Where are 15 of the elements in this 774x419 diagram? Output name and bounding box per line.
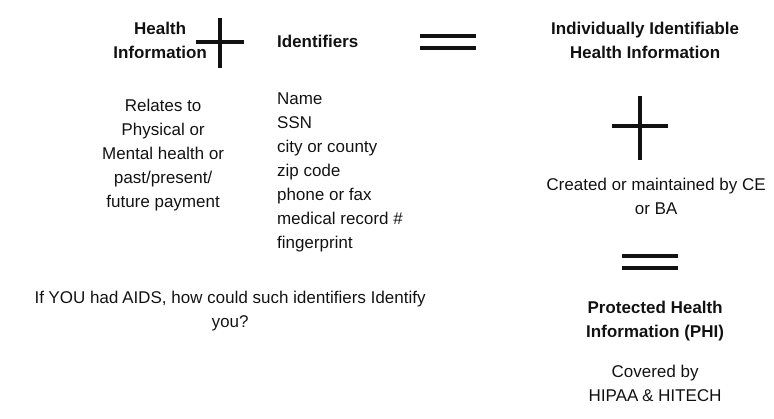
description-text: Relates to Physical or Mental health or past/present/ future payment [101,95,225,213]
list-item: Name [277,88,324,110]
heading: Individually Identifiable Health Information [550,18,740,64]
heading: Protected Health Information (PHI) [585,297,725,343]
question-text: If YOU had AIDS, how could such identifiers Identify you? [34,287,426,333]
list-item: phone or fax [277,184,373,206]
list-item: fingerprint [277,232,354,254]
list-item: medical record # [277,208,404,230]
list-item: SSN [277,112,313,134]
heading: Health Information [112,18,208,64]
description-text: Created or maintained by CE or BA [545,174,767,220]
heading: Identifiers [277,31,360,53]
list-item: city or county [277,136,378,158]
list-item: zip code [277,160,342,182]
description-text: Covered by HIPAA & HITECH [588,361,722,407]
